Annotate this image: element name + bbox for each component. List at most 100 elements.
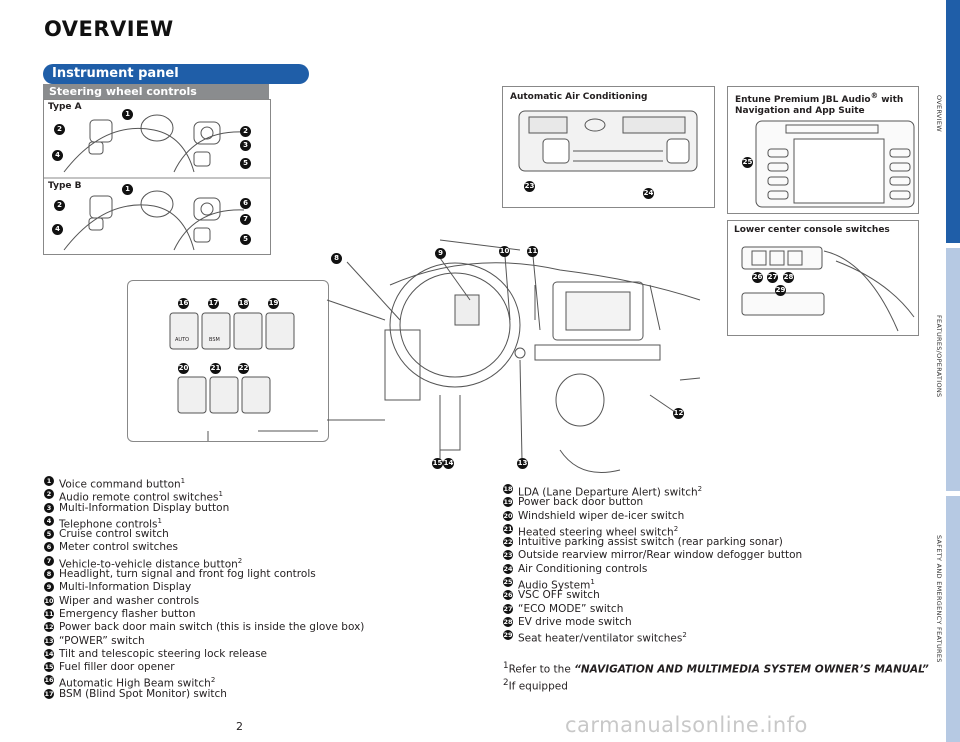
legend-item: 27“ECO MODE” switch (503, 603, 802, 616)
legend-number: 11 (44, 608, 54, 619)
legend-footnote-marker: 2 (210, 676, 216, 685)
callout-7: 7 (240, 214, 251, 225)
legend-text: “ECO MODE” switch (518, 602, 624, 615)
lower-console-diagram: Lower center console switches 26 27 28 2… (727, 220, 919, 336)
legend-text: Tilt and telescopic steering lock releas… (59, 647, 268, 660)
legend-number: 15 (44, 662, 54, 673)
legend-item: 14 Tilt and telescopic steering lock rele… (44, 648, 364, 661)
callout-22: 22 (238, 363, 249, 374)
legend-footnote-marker: 1 (590, 578, 595, 587)
audio-label-line2: Navigation and App Suite (735, 106, 865, 116)
subsection-title: Steering wheel controls (43, 84, 269, 99)
legend-text: Voice command button (59, 478, 181, 491)
legend-item: 19 Power back door button (503, 496, 802, 509)
legend-number: 4 (44, 515, 54, 526)
callout-18: 18 (238, 298, 249, 309)
registered-mark: ® (870, 91, 879, 100)
legend-text: Vehicle-to-vehicle distance button (59, 558, 238, 571)
legend-footnote-marker: 1 (180, 477, 186, 485)
callout-20: 20 (178, 363, 189, 374)
callout-1: 1 (122, 184, 133, 195)
legend-right: 18 LDA (Lane Departure Alert) switch 2 19 Po… (503, 483, 802, 645)
legend-number: 1 (44, 476, 54, 486)
legend-number: 14 (44, 648, 54, 659)
legend-footnote-marker: 1 (218, 490, 223, 499)
callout-13: 13 (517, 458, 528, 469)
dash-switch-inset: AUTO BSM 16 17 18 19 20 21 22 (127, 280, 329, 442)
lower-console-label: Lower center console switches (734, 225, 890, 235)
legend-text: Headlight, turn signal and front fog lig… (59, 568, 316, 581)
legend-footnote-marker: 2 (682, 631, 687, 640)
legend-number: 9 (44, 582, 54, 593)
legend-number: 6 (44, 542, 54, 553)
legend-text: Heated steering wheel switch (518, 526, 674, 539)
bsm-switch-label: BSM (209, 337, 220, 343)
legend-text: Power back door main switch (this is ins… (59, 621, 365, 634)
callout-11: 11 (527, 246, 538, 257)
watermark: carmanualsonline.info (565, 713, 808, 737)
legend-text: Telephone controls (59, 518, 158, 531)
callout-29: 29 (775, 285, 786, 296)
callout-5: 5 (240, 158, 251, 169)
footnotes: 1Refer to the “NAVIGATION AND MULTIMEDIA… (503, 660, 929, 694)
page-title: OVERVIEW (44, 17, 174, 41)
steering-wheel-drawing (44, 114, 270, 251)
legend-text: Windshield wiper de-icer switch (518, 509, 685, 522)
legend-number: 2 (44, 489, 54, 500)
legend-item: 21 Heated steering wheel switch2 (503, 523, 802, 539)
footnote-1-manual-title: “NAVIGATION AND MULTIMEDIA SYSTEM OWNER’… (574, 663, 929, 676)
legend-text: Wiper and washer controls (59, 594, 200, 607)
legend-number: 24 (503, 563, 513, 574)
callout-6: 6 (240, 198, 251, 209)
legend-number: 28 (503, 616, 513, 627)
legend-number: 13 (44, 635, 54, 646)
callout-24: 24 (643, 188, 654, 199)
legend-number: 7 (44, 555, 54, 566)
callout-8: 8 (331, 253, 342, 264)
legend-text: LDA (Lane Departure Alert) switch (518, 486, 698, 499)
callout-17: 17 (208, 298, 219, 309)
legend-number: 29 (503, 630, 513, 641)
tab-overview[interactable] (946, 0, 960, 243)
callout-4: 4 (52, 150, 63, 161)
footnote-2: 2If equipped (503, 677, 929, 694)
legend-text: Power back door button (518, 496, 644, 509)
callout-5: 5 (240, 234, 251, 245)
tab-features-operations[interactable] (946, 248, 960, 491)
legend-text: Fuel filler door opener (59, 661, 175, 674)
side-tabs (946, 0, 960, 742)
auto-switch-label: AUTO (175, 337, 190, 343)
legend-number: 5 (44, 529, 54, 540)
legend-number: 19 (503, 497, 513, 508)
tab-safety-emergency[interactable] (946, 496, 960, 742)
callout-2: 2 (54, 200, 65, 211)
footnote-1: 1Refer to the “NAVIGATION AND MULTIMEDIA… (503, 660, 929, 677)
footnote-1-marker: 1 (503, 661, 509, 671)
steering-wheel-diagram: Type A Type B 1 2 4 2 3 5 1 2 4 6 7 5 (43, 99, 271, 255)
lower-console-drawing (741, 246, 915, 332)
callout-25: 25 (742, 157, 753, 168)
legend-number: 20 (503, 510, 513, 521)
legend-text: Seat heater/ventilator switches (518, 632, 683, 645)
legend-text: Intuitive parking assist switch (rear pa… (518, 536, 783, 549)
legend-number: 18 (503, 484, 513, 494)
legend-text: VSC OFF switch (518, 589, 600, 602)
legend-text: “POWER” switch (59, 634, 145, 647)
legend-footnote-marker: 2 (673, 524, 679, 533)
callout-9: 9 (435, 248, 446, 259)
legend-number: 21 (503, 523, 513, 534)
auto-ac-diagram: Automatic Air Conditioning 23 24 (502, 86, 715, 208)
callout-10: 10 (499, 246, 510, 257)
